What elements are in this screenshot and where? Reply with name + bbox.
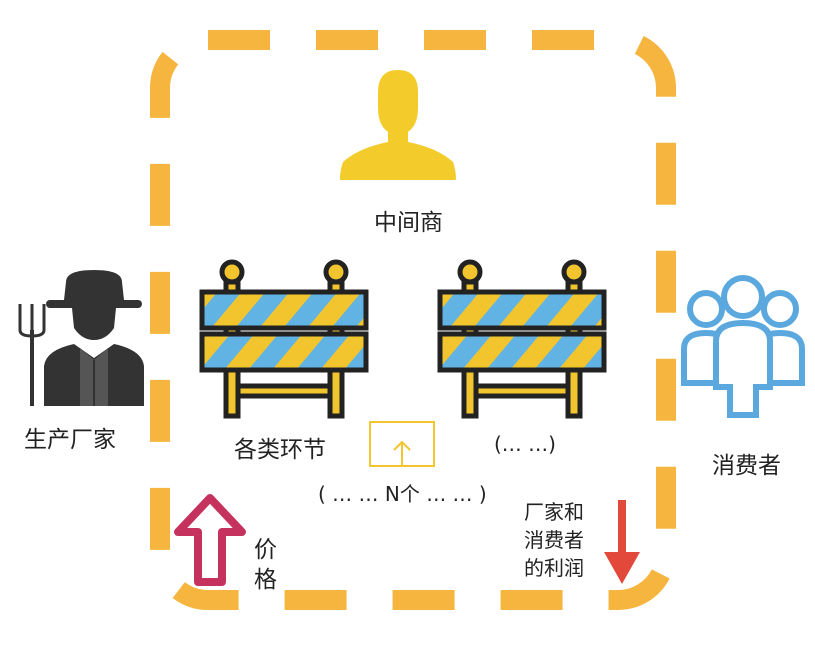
road-barrier-icon xyxy=(199,259,369,419)
middleman-label: 中间商 xyxy=(374,210,443,236)
small-up-arrow-icon xyxy=(369,421,435,467)
price-label-1: 价 xyxy=(254,537,277,563)
profit-label-1: 厂家和 xyxy=(524,500,584,524)
price-label-2: 格 xyxy=(254,567,277,593)
links-more-label: (… …) xyxy=(494,432,556,456)
links-label: 各类环节 xyxy=(234,437,326,463)
arrow-down-icon xyxy=(604,500,640,584)
profit-label-2: 消费者 xyxy=(524,528,584,552)
arrow-up-icon xyxy=(174,494,246,586)
road-barrier-icon xyxy=(437,259,607,419)
group-icon xyxy=(681,275,805,418)
consumer-label: 消费者 xyxy=(712,453,781,479)
person-icon xyxy=(340,70,456,180)
farmer-icon xyxy=(18,270,144,406)
manufacturer-label: 生产厂家 xyxy=(24,427,116,453)
profit-label-3: 的利润 xyxy=(524,556,584,580)
n-links-label: ( … … N个 … … ) xyxy=(318,482,487,506)
